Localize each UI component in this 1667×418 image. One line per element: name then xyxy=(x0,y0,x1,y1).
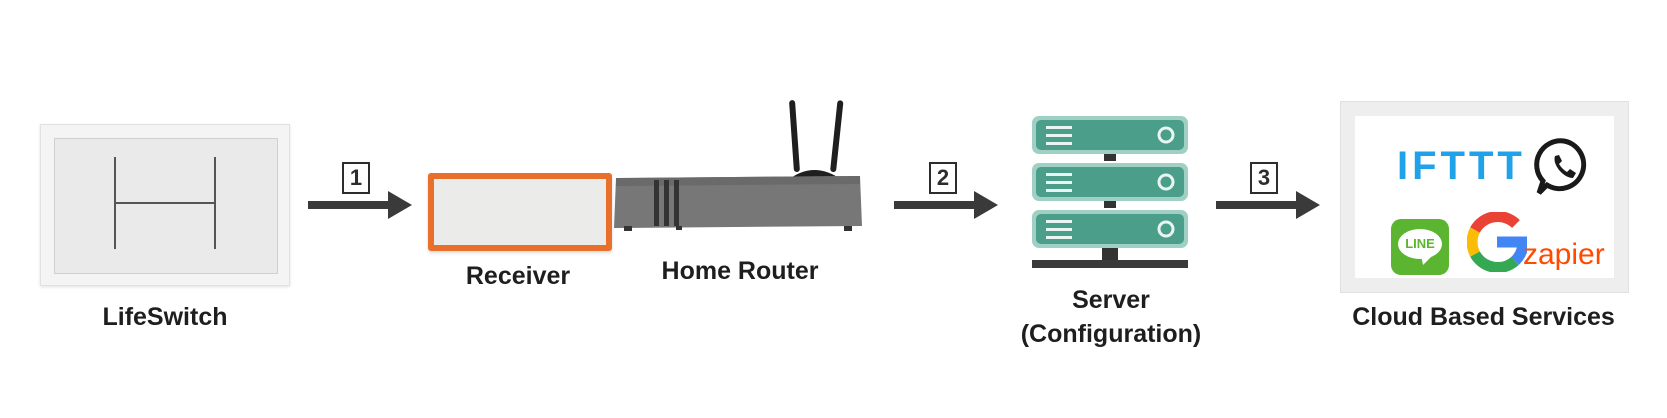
lifeswitch-label: LifeSwitch xyxy=(102,303,228,331)
line-icon: LINE xyxy=(1391,219,1449,275)
router-icon xyxy=(614,100,862,231)
server-rack-icon xyxy=(1032,116,1188,268)
lifeswitch-icon xyxy=(40,124,290,286)
cloud-services-inner: IFTTT LINE zapier xyxy=(1355,116,1614,278)
arrow-3 xyxy=(1216,191,1320,219)
receiver-label: Receiver xyxy=(465,262,571,290)
google-icon xyxy=(1467,212,1527,272)
zapier-logo: zapier xyxy=(1523,238,1605,271)
step-badge-1: 1 xyxy=(342,162,370,194)
step-badge-3: 3 xyxy=(1250,162,1278,194)
switch-h-symbol xyxy=(114,157,216,249)
router-label: Home Router xyxy=(661,257,819,285)
line-bubble-tail xyxy=(1421,255,1433,265)
ifttt-logo: IFTTT xyxy=(1397,144,1526,188)
arrow-1 xyxy=(308,191,412,219)
receiver-icon xyxy=(428,173,612,251)
lifeswitch-panel xyxy=(54,138,278,274)
server-sublabel: (Configuration) xyxy=(1020,320,1202,348)
step-badge-2: 2 xyxy=(929,162,957,194)
server-label: Server xyxy=(1072,286,1150,314)
cloud-services-panel: IFTTT LINE zapier xyxy=(1340,101,1629,293)
whatsapp-icon xyxy=(1534,138,1587,195)
arrow-2 xyxy=(894,191,998,219)
line-text: LINE xyxy=(1398,229,1442,259)
cloud-services-label: Cloud Based Services xyxy=(1352,303,1615,331)
